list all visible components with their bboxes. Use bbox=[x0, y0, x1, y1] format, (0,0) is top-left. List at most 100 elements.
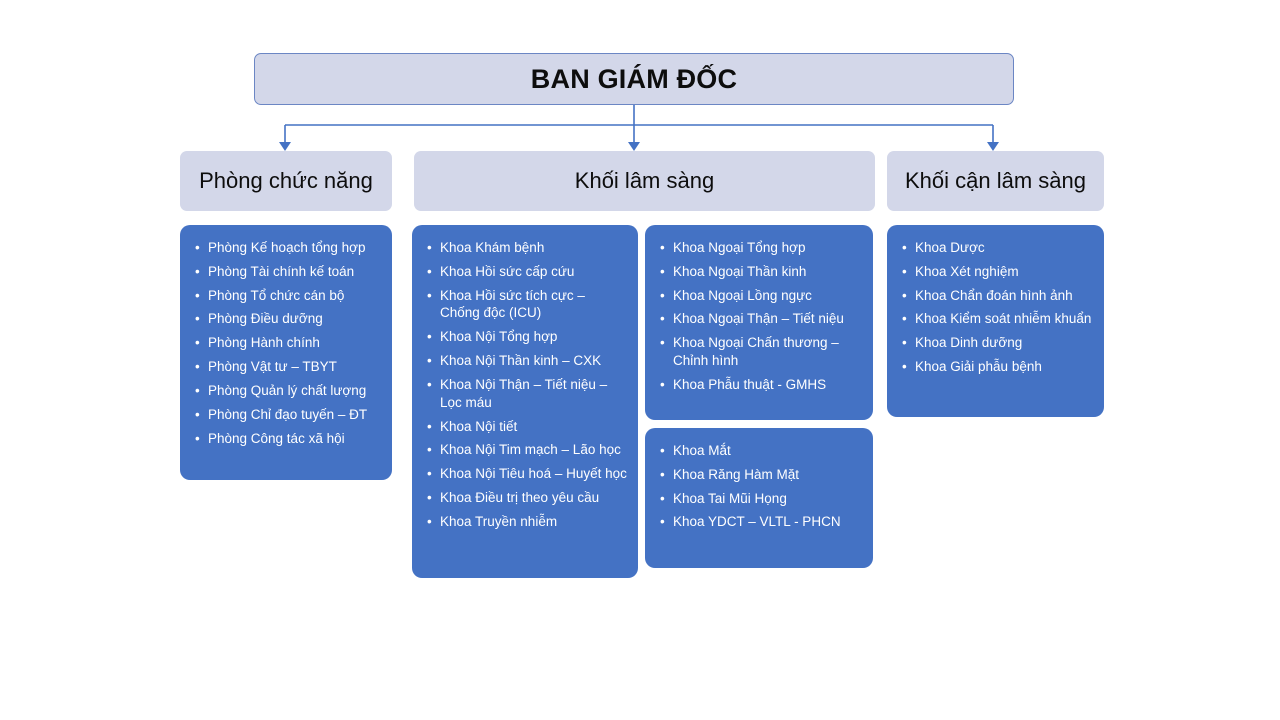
department-list-item[interactable]: •Khoa Nội Thận – Tiết niệu – Lọc máu bbox=[426, 376, 628, 412]
bullet-icon: • bbox=[195, 406, 200, 422]
department-list-khoi-lam-sang-chuyen-khoa: •Khoa Mắt•Khoa Răng Hàm Mặt•Khoa Tai Mũi… bbox=[645, 428, 873, 568]
department-list-item-label: Khoa Nội Tiêu hoá – Huyết học bbox=[440, 466, 627, 482]
bullet-icon: • bbox=[902, 311, 907, 327]
department-list-item[interactable]: •Khoa Mắt bbox=[659, 442, 863, 460]
department-list-item[interactable]: • Phòng Điều dưỡng bbox=[194, 310, 382, 328]
bullet-icon: • bbox=[195, 240, 200, 255]
department-list-item[interactable]: • Khoa Nội Tim mạch – Lão học bbox=[426, 441, 628, 459]
department-list-item[interactable]: •Phòng Tổ chức cán bộ bbox=[194, 287, 382, 305]
bullet-icon: • bbox=[660, 335, 665, 351]
department-list-item[interactable]: •Khoa Ngoại Lồng ngực bbox=[659, 287, 863, 305]
bullet-icon: • bbox=[427, 329, 432, 345]
department-list-item-label: Khoa Dược bbox=[915, 240, 985, 255]
bullet-icon: • bbox=[660, 311, 665, 327]
department-list-item-label: Phòng Hành chính bbox=[208, 335, 320, 351]
department-list-item[interactable]: •Khoa Chẩn đoán hình ảnh bbox=[901, 287, 1094, 305]
department-list-item-label: Khoa Nội tiết bbox=[440, 418, 518, 434]
department-list-phong-chuc-nang: •Phòng Kế hoạch tổng hợp•Phòng Tài chính… bbox=[180, 225, 392, 480]
bullet-icon: • bbox=[660, 443, 665, 458]
department-list-item[interactable]: •Khoa Khám bệnh bbox=[426, 239, 628, 257]
bullet-icon: • bbox=[195, 335, 200, 351]
department-list-item-label: Khoa Dinh dưỡng bbox=[915, 335, 1023, 351]
department-list-item[interactable]: • Phòng Tài chính kế toán bbox=[194, 263, 382, 281]
bullet-icon: • bbox=[902, 263, 907, 279]
department-list-item-label: Khoa YDCT – VLTL - PHCN bbox=[673, 514, 841, 530]
department-list-item[interactable]: •Phòng Kế hoạch tổng hợp bbox=[194, 239, 382, 257]
department-list-item-label: Phòng Tài chính kế toán bbox=[208, 263, 355, 279]
department-list-item-label: Khoa Giải phẫu bệnh bbox=[915, 359, 1042, 375]
department-list-item[interactable]: • Khoa Nội Thần kinh – CXK bbox=[426, 352, 628, 370]
department-list-item-label: Khoa Nội Tim mạch – Lão học bbox=[440, 442, 621, 458]
department-list-item[interactable]: •Khoa Nội Tổng hợp bbox=[426, 328, 628, 346]
category-header-khoi-can-lam-sang[interactable]: Khối cận lâm sàng bbox=[887, 151, 1104, 211]
bullet-icon: • bbox=[660, 376, 665, 392]
department-list-item[interactable]: •Khoa Ngoại Chấn thương – Chỉnh hình bbox=[659, 334, 863, 370]
department-list-item-label: Khoa Ngoại Thận – Tiết niệu bbox=[673, 311, 844, 327]
department-list-item-label: Khoa Tai Mũi Họng bbox=[673, 490, 787, 506]
department-list-item[interactable]: • Khoa Phẫu thuật - GMHS bbox=[659, 376, 863, 394]
department-list-item[interactable]: • Khoa Tai Mũi Họng bbox=[659, 490, 863, 508]
department-list-item-label: Khoa Khám bệnh bbox=[440, 240, 545, 255]
bullet-icon: • bbox=[195, 430, 200, 446]
department-list: •Khoa Mắt•Khoa Răng Hàm Mặt•Khoa Tai Mũi… bbox=[659, 442, 863, 531]
bullet-icon: • bbox=[660, 490, 665, 506]
category-header-khoi-lam-sang[interactable]: Khối lâm sàng bbox=[414, 151, 875, 211]
bullet-icon: • bbox=[660, 466, 665, 482]
bullet-icon: • bbox=[902, 335, 907, 351]
department-list-item-label: Khoa Kiểm soát nhiễm khuẩn bbox=[915, 311, 1092, 327]
bullet-icon: • bbox=[427, 418, 432, 434]
department-list-item[interactable]: • Khoa YDCT – VLTL - PHCN bbox=[659, 513, 863, 531]
category-header-label: Khối lâm sàng bbox=[574, 168, 715, 193]
department-list-khoi-lam-sang-noi: •Khoa Khám bệnh•Khoa Hồi sức cấp cứu•Kho… bbox=[412, 225, 638, 578]
category-header-label: Phòng chức năng bbox=[199, 168, 373, 193]
category-header-label: Khối cận lâm sàng bbox=[905, 168, 1086, 193]
department-list-item[interactable]: • Khoa Hồi sức cấp cứu bbox=[426, 263, 628, 281]
department-list-item[interactable]: •Khoa Điều trị theo yêu cầu bbox=[426, 489, 628, 507]
department-list-item[interactable]: •Khoa Ngoại Thần kinh bbox=[659, 263, 863, 281]
root-node-ban-giam-doc[interactable]: BAN GIÁM ĐỐC bbox=[254, 53, 1014, 105]
department-list-item-label: Phòng Điều dưỡng bbox=[208, 311, 323, 327]
department-list-item[interactable]: • Phòng Chỉ đạo tuyến – ĐT bbox=[194, 406, 382, 424]
bullet-icon: • bbox=[427, 513, 432, 529]
department-list-item[interactable]: •Khoa Giải phẫu bệnh bbox=[901, 358, 1094, 376]
department-list-item[interactable]: •Khoa Dược bbox=[901, 239, 1094, 257]
department-list-item-label: Khoa Nội Thần kinh – CXK bbox=[440, 353, 602, 369]
department-list-item-label: Khoa Điều trị theo yêu cầu bbox=[440, 489, 600, 505]
department-list-item[interactable]: • Khoa Dinh dưỡng bbox=[901, 334, 1094, 352]
department-list-item[interactable]: •Phòng Vật tư – TBYT bbox=[194, 358, 382, 376]
bullet-icon: • bbox=[195, 311, 200, 327]
department-list-item-label: Phòng Chỉ đạo tuyến – ĐT bbox=[208, 406, 368, 422]
department-list-item[interactable]: • Khoa Nội tiết bbox=[426, 418, 628, 436]
department-list-item[interactable]: • Khoa Xét nghiệm bbox=[901, 263, 1094, 281]
bullet-icon: • bbox=[427, 353, 432, 369]
department-list-item[interactable]: • Khoa Răng Hàm Mặt bbox=[659, 466, 863, 484]
department-list-item-label: Khoa Phẫu thuật - GMHS bbox=[673, 376, 827, 392]
bullet-icon: • bbox=[427, 376, 432, 392]
department-list: •Khoa Khám bệnh•Khoa Hồi sức cấp cứu•Kho… bbox=[426, 239, 628, 531]
department-list-item[interactable]: •Khoa Ngoại Tổng hợp bbox=[659, 239, 863, 257]
department-list-item-label: Khoa Hồi sức cấp cứu bbox=[440, 263, 575, 279]
bullet-icon: • bbox=[660, 287, 665, 303]
department-list: •Khoa Dược•Khoa Xét nghiệm•Khoa Chẩn đoá… bbox=[901, 239, 1094, 376]
bullet-icon: • bbox=[427, 442, 432, 458]
department-list-item[interactable]: • Phòng Quản lý chất lượng bbox=[194, 382, 382, 400]
department-list-item-label: Phòng Quản lý chất lượng bbox=[208, 382, 367, 398]
bullet-icon: • bbox=[427, 287, 432, 303]
department-list-item[interactable]: •Phòng Công tác xã hội bbox=[194, 430, 382, 448]
department-list-item-label: Khoa Truyền nhiễm bbox=[440, 513, 558, 529]
department-list-item[interactable]: • Khoa Ngoại Thận – Tiết niệu bbox=[659, 310, 863, 328]
category-header-phong-chuc-nang[interactable]: Phòng chức năng bbox=[180, 151, 392, 211]
bullet-icon: • bbox=[427, 263, 432, 279]
bullet-icon: • bbox=[195, 263, 200, 279]
department-list-item-label: Khoa Xét nghiệm bbox=[915, 263, 1019, 279]
bullet-icon: • bbox=[195, 287, 200, 303]
department-list-item[interactable]: • Phòng Hành chính bbox=[194, 334, 382, 352]
bullet-icon: • bbox=[195, 382, 200, 398]
department-list-item[interactable]: •Khoa Nội Tiêu hoá – Huyết học bbox=[426, 465, 628, 483]
bullet-icon: • bbox=[660, 514, 665, 530]
department-list-item-label: Khoa Ngoại Tổng hợp bbox=[673, 240, 806, 255]
department-list-item-label: Khoa Răng Hàm Mặt bbox=[673, 466, 800, 482]
department-list-item[interactable]: • Khoa Kiểm soát nhiễm khuẩn bbox=[901, 310, 1094, 328]
department-list-item[interactable]: •Khoa Hồi sức tích cực – Chống độc (ICU) bbox=[426, 287, 628, 323]
department-list-item[interactable]: • Khoa Truyền nhiễm bbox=[426, 513, 628, 531]
